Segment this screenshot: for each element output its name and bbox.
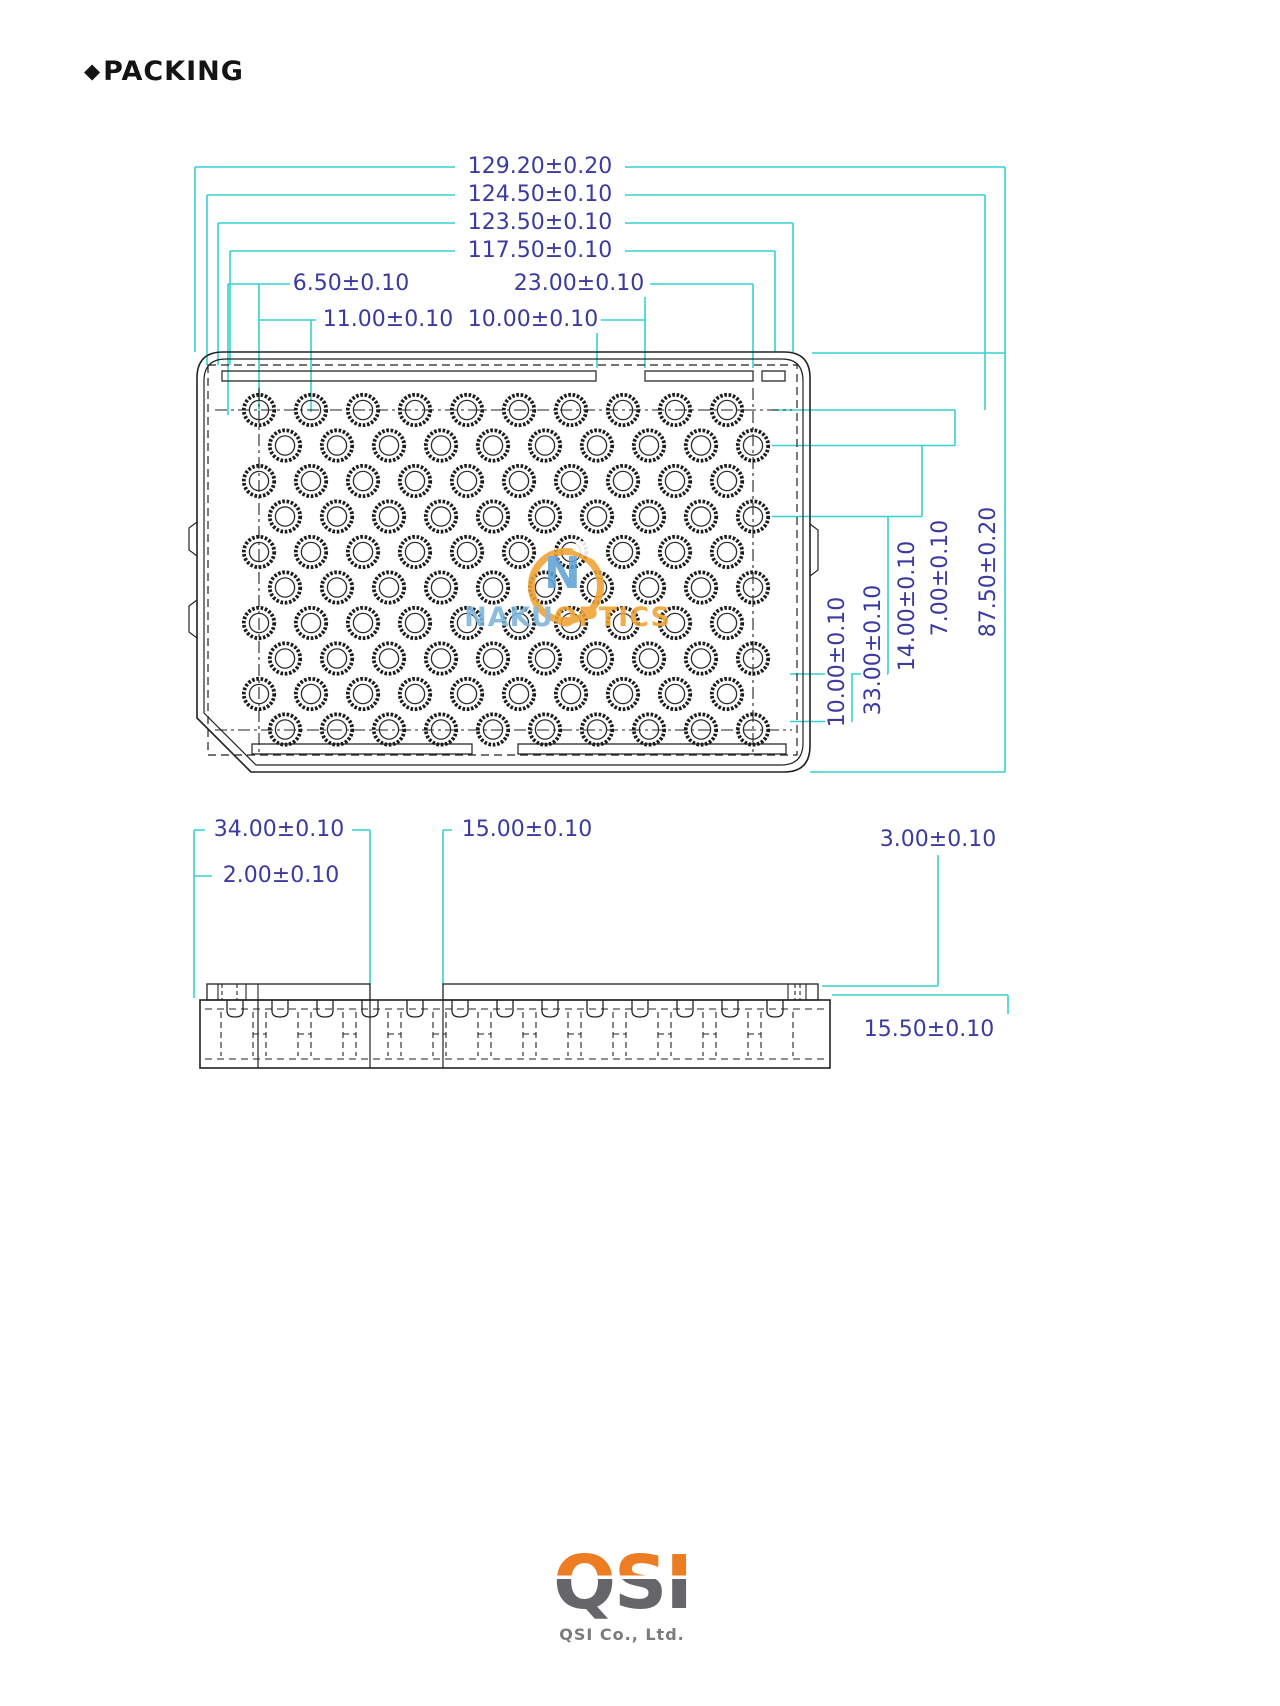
dim-15-50: 15.50±0.10 — [860, 1017, 998, 1043]
footer-logo: QSI QSI Co., Ltd. — [553, 1540, 693, 1644]
dim-14-00: 14.00±0.10 — [895, 537, 921, 675]
dim-3-00: 3.00±0.10 — [876, 827, 1000, 853]
page-title: ◆PACKING — [84, 56, 244, 87]
side-view-teeth — [220, 1000, 794, 1056]
watermark-text-naku: NAKU — [464, 602, 554, 633]
dim-width-123-50: 123.50±0.10 — [464, 210, 616, 236]
dim-overall-height: 87.50±0.20 — [976, 503, 1002, 641]
watermark-text-optics: OPTICS — [553, 602, 671, 633]
dim-width-124-50: 124.50±0.10 — [464, 182, 616, 208]
page-title-text: PACKING — [103, 56, 244, 87]
dim-33-00: 33.00±0.10 — [861, 581, 887, 719]
dim-10-00-right: 10.00±0.10 — [825, 593, 851, 731]
watermark-ring-icon — [528, 548, 604, 624]
dim-15-00: 15.00±0.10 — [458, 817, 596, 843]
dim-34-00: 34.00±0.10 — [210, 817, 348, 843]
company-name: QSI Co., Ltd. — [559, 1625, 685, 1644]
watermark-text: NAKUOPTICS — [464, 602, 671, 633]
dim-width-117-50: 117.50±0.10 — [464, 238, 616, 264]
dim-overall-width: 129.20±0.20 — [464, 154, 616, 180]
dim-11-00: 11.00±0.10 — [319, 307, 457, 333]
tray-side-view — [199, 983, 831, 1069]
tray-top-view — [188, 351, 819, 773]
qsi-logo: QSI — [553, 1540, 693, 1626]
dim-10-00-top: 10.00±0.10 — [464, 307, 602, 333]
watermark-letter: N — [544, 548, 581, 599]
diamond-bullet-icon: ◆ — [84, 59, 102, 83]
hex-pocket-grid — [241, 392, 771, 747]
dimension-lines — [193, 166, 1009, 1014]
dim-2-00: 2.00±0.10 — [219, 863, 343, 889]
dim-7-00: 7.00±0.10 — [928, 516, 954, 640]
dim-23-00: 23.00±0.10 — [510, 271, 648, 297]
dim-6-50: 6.50±0.10 — [289, 271, 413, 297]
